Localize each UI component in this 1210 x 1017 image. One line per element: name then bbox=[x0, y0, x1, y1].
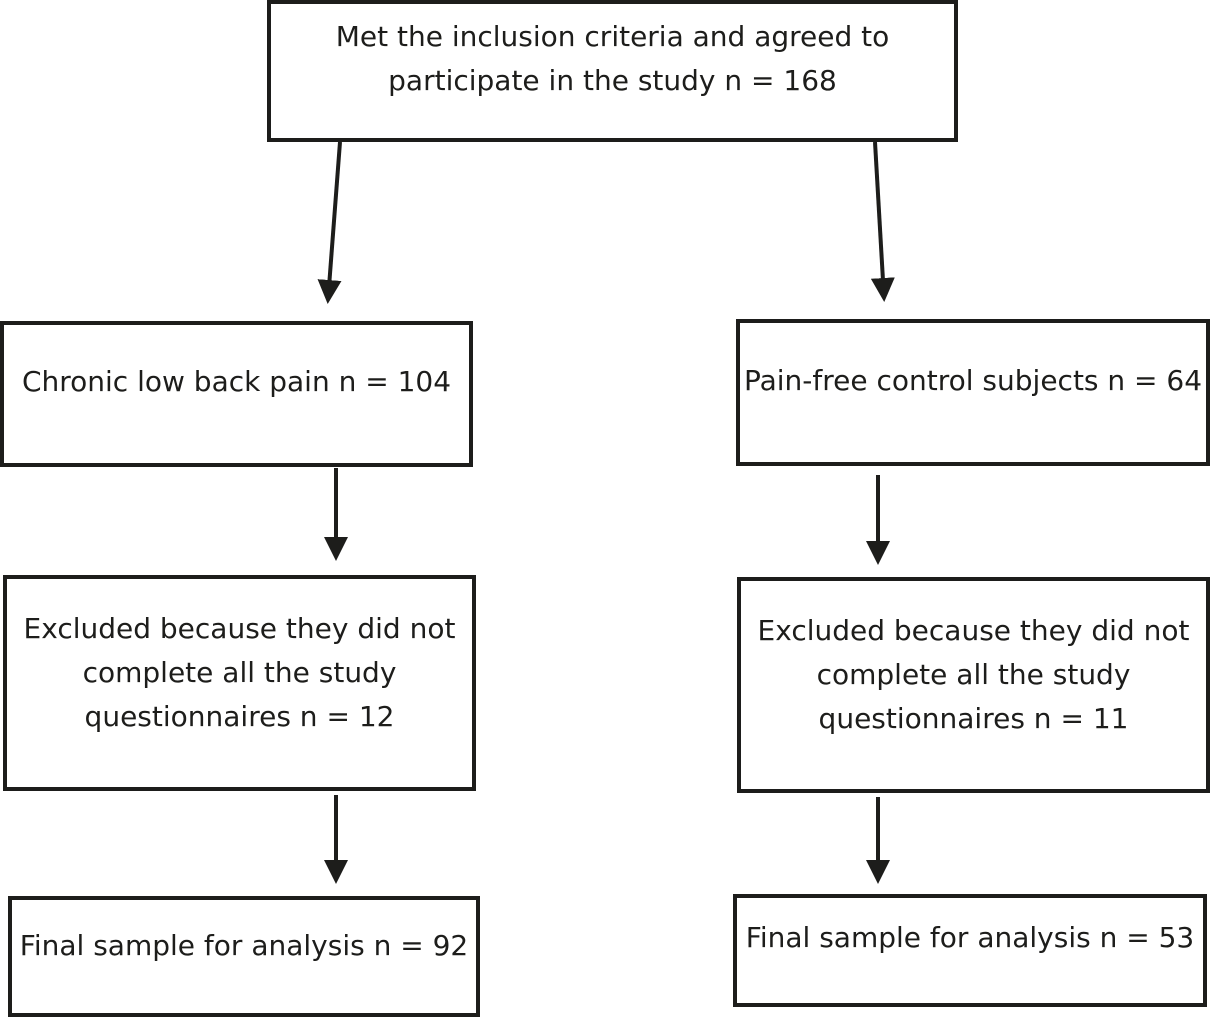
inclusion-line-1: Met the inclusion criteria and agreed to bbox=[335, 20, 890, 53]
pain-free-control-label: Pain-free control subjects n = 64 bbox=[743, 363, 1203, 397]
final-sample-left-box: Final sample for analysis n = 92 bbox=[8, 896, 480, 1017]
excluded-right-line-1: Excluded because they did not bbox=[757, 614, 1190, 647]
arrow-top-to-control bbox=[870, 141, 895, 302]
inclusion-line-2: participate in the study n = 168 bbox=[388, 64, 837, 97]
chronic-low-back-pain-label: Chronic low back pain n = 104 bbox=[21, 365, 452, 398]
excluded-right-line-2: complete all the study bbox=[816, 658, 1131, 691]
excluded-left-line-2: complete all the study bbox=[82, 656, 397, 689]
final-sample-right-label: Final sample for analysis n = 53 bbox=[745, 920, 1195, 954]
excluded-left-line-1: Excluded because they did not bbox=[23, 612, 456, 645]
chronic-low-back-pain-box: Chronic low back pain n = 104 bbox=[0, 321, 473, 467]
excluded-left-box: Excluded because they did not complete a… bbox=[3, 575, 476, 791]
excluded-left-line-3: questionnaires n = 12 bbox=[84, 700, 395, 733]
final-sample-left-label: Final sample for analysis n = 92 bbox=[19, 928, 469, 962]
excluded-right-box: Excluded because they did not complete a… bbox=[737, 577, 1210, 793]
excluded-right-line-3: questionnaires n = 11 bbox=[818, 702, 1129, 735]
final-sample-right-box: Final sample for analysis n = 53 bbox=[733, 894, 1207, 1007]
arrow-top-to-chronic bbox=[317, 141, 342, 304]
pain-free-control-box: Pain-free control subjects n = 64 bbox=[736, 319, 1210, 466]
inclusion-box: Met the inclusion criteria and agreed to… bbox=[267, 0, 958, 142]
